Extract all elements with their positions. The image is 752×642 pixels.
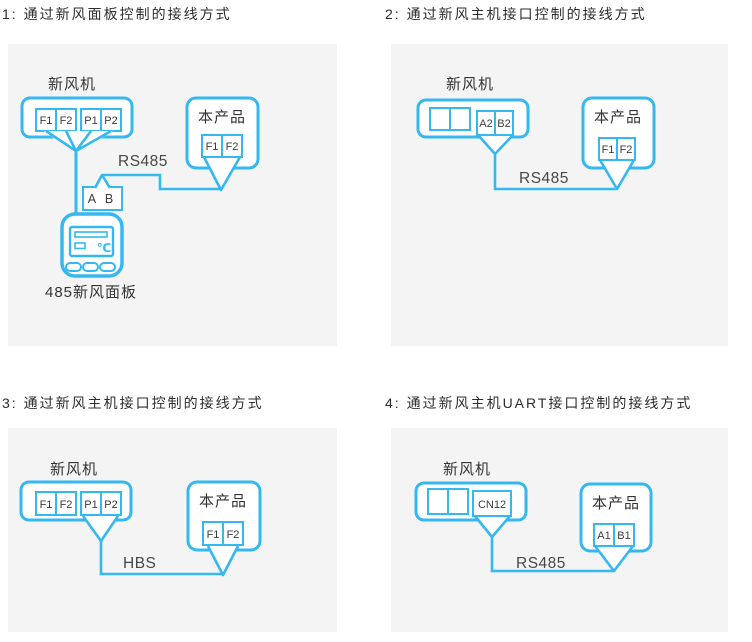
wire-v-lines xyxy=(202,156,242,192)
terminal-box xyxy=(100,491,122,516)
terminal-label: F1 xyxy=(40,115,53,127)
terminal-box xyxy=(472,490,512,517)
terminal-label: F2 xyxy=(227,529,240,541)
wire xyxy=(64,130,78,152)
bus-label: RS485 xyxy=(516,555,566,572)
terminal-label: P1 xyxy=(84,115,97,127)
terminal-label: F2 xyxy=(60,115,73,127)
product-unit: 本产品 A1 B1 xyxy=(579,482,653,573)
wire-v-fill xyxy=(82,515,119,543)
product-label: 本产品 xyxy=(592,495,640,512)
ab-label: A B xyxy=(88,192,116,206)
panel4-diagram: 新风机 CN12 RS485 本产品 A1 B1 xyxy=(391,428,728,632)
terminal-label: F1 xyxy=(602,144,615,156)
product-unit: 本产品 F1 F2 xyxy=(186,480,262,577)
machine-unit: 新风机 F1 F2 P1 P2 xyxy=(19,461,133,543)
blank-terminal-box xyxy=(427,488,449,515)
bus-label: RS485 xyxy=(519,170,569,187)
terminal-label: A2 xyxy=(479,118,492,130)
peak-fill xyxy=(94,174,111,189)
terminal-box xyxy=(613,523,635,547)
bus-label: HBS xyxy=(123,555,156,572)
thermostat-device: ℃ xyxy=(60,212,124,278)
hbs-wire xyxy=(99,541,223,576)
machine-unit: 新风机 F1 F2 P1 P2 xyxy=(20,76,134,154)
display-cell xyxy=(74,242,86,250)
wire xyxy=(74,130,93,152)
wire-v-fill xyxy=(476,134,514,157)
wire-v-fill xyxy=(203,156,241,192)
celsius-symbol: ℃ xyxy=(97,241,112,255)
bus-label: RS485 xyxy=(118,153,168,170)
wire-fan-fill xyxy=(44,131,113,154)
rs485-wire xyxy=(102,173,221,191)
terminal-label: A1 xyxy=(597,530,610,542)
wire-v-lines xyxy=(598,159,636,191)
wire-v-fill xyxy=(594,545,634,573)
wire-v-fill xyxy=(474,515,511,539)
blank-terminal-box xyxy=(449,107,471,131)
terminal-label: P2 xyxy=(104,499,117,511)
wire-v-lines xyxy=(593,545,635,573)
terminal-label: F2 xyxy=(226,141,239,153)
rs485-wire xyxy=(493,154,617,191)
terminal-box xyxy=(222,521,244,546)
panel4-svg: 新风机 CN12 RS485 本产品 A1 B1 xyxy=(414,461,653,573)
terminal-label: P2 xyxy=(104,115,117,127)
thermostat-button xyxy=(99,262,116,272)
panel2-diagram: 新风机 A2 B2 RS485 本产品 F1 F2 xyxy=(391,44,728,346)
terminal-box xyxy=(616,137,636,161)
thermostat-button xyxy=(65,262,82,272)
thermostat-display xyxy=(68,225,115,258)
panel3-diagram: 新风机 F1 F2 P1 P2 HBS 本产品 F1 F2 xyxy=(8,428,337,632)
panel3-title: 3: 通过新风主机接口控制的接线方式 xyxy=(2,395,264,411)
product-label: 本产品 xyxy=(198,109,246,126)
terminal-label: B1 xyxy=(617,530,630,542)
wire-v-fill xyxy=(207,544,239,577)
machine-label: 新风机 xyxy=(48,76,96,93)
product-unit: 本产品 F1 F2 xyxy=(185,96,260,192)
terminal-label: F1 xyxy=(206,141,219,153)
panel1-diagram: 新风机 F1 F2 P1 P2 A B RS485 本产品 xyxy=(8,44,337,346)
panel4-title: 4: 通过新风主机UART接口控制的接线方式 xyxy=(385,395,693,411)
terminal-label: F2 xyxy=(60,499,73,511)
terminal-label: P1 xyxy=(84,499,97,511)
panel2-title: 2: 通过新风主机接口控制的接线方式 xyxy=(385,6,647,22)
machine-unit: 新风机 CN12 xyxy=(414,461,528,539)
terminal-label: B2 xyxy=(497,118,510,130)
panel2-svg: 新风机 A2 B2 RS485 本产品 F1 F2 xyxy=(416,76,656,192)
rs485-wire xyxy=(490,537,614,573)
terminal-box xyxy=(221,134,243,158)
panel1-svg: 新风机 F1 F2 P1 P2 A B RS485 本产品 xyxy=(20,76,260,301)
device-label: 485新风面板 xyxy=(45,283,137,301)
panel3-svg: 新风机 F1 F2 P1 P2 HBS 本产品 F1 F2 xyxy=(19,461,262,577)
panel1-title: 1: 通过新风面板控制的接线方式 xyxy=(2,6,232,22)
product-label: 本产品 xyxy=(594,109,642,126)
blank-terminal-box xyxy=(447,488,469,515)
terminal-box xyxy=(494,110,514,136)
display-bar xyxy=(74,231,108,238)
machine-unit: 新风机 A2 B2 xyxy=(416,76,530,157)
thermostat-button xyxy=(82,262,99,272)
machine-label: 新风机 xyxy=(443,461,491,478)
wire xyxy=(45,129,77,153)
machine-label: 新风机 xyxy=(50,461,98,478)
machine-label: 新风机 xyxy=(446,76,494,93)
wire-v-lines xyxy=(206,545,240,577)
thermostat-body xyxy=(60,212,124,278)
terminal-label: F1 xyxy=(207,529,220,541)
blank-terminal-box xyxy=(429,107,451,131)
wire xyxy=(75,129,112,153)
product-label: 本产品 xyxy=(199,493,247,510)
product-unit: 本产品 F1 F2 xyxy=(581,96,656,192)
terminal-label: CN12 xyxy=(478,499,506,511)
terminal-label: F2 xyxy=(620,144,633,156)
ab-terminal-box: A B xyxy=(82,173,123,211)
terminal-label: F1 xyxy=(40,499,53,511)
terminal-box xyxy=(55,491,77,516)
wire-v-fill xyxy=(599,159,635,192)
